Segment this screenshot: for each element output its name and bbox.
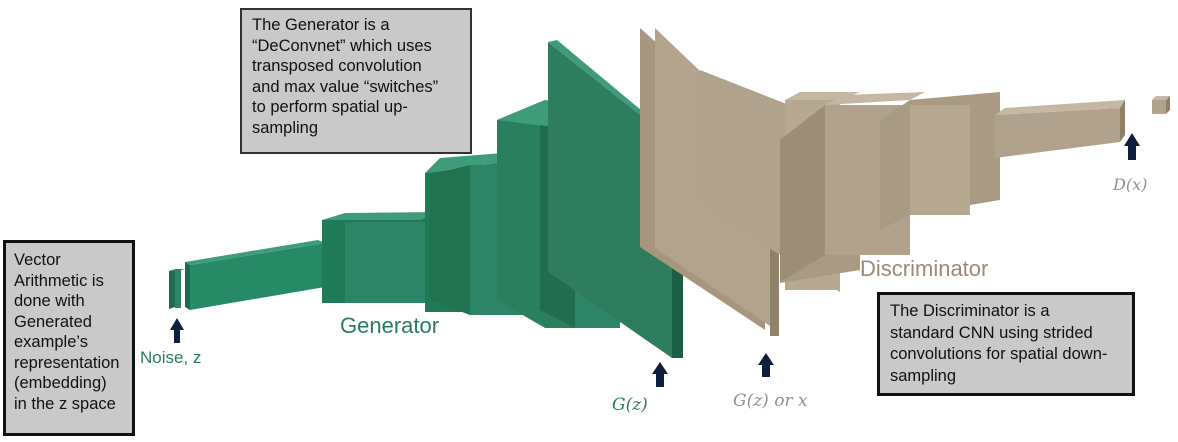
vector-note-line: Arithmetic is <box>14 271 104 290</box>
output-unit-block <box>1152 96 1170 114</box>
generator-stack <box>169 40 683 358</box>
vector-note-line: (embedding) <box>14 374 107 392</box>
noise-vector-block <box>169 269 185 309</box>
discriminator-note-line: convolutions for spatial down- <box>890 345 1108 363</box>
generator-note-line: to perform spatial up- <box>252 98 408 116</box>
generator-layer-2 <box>322 212 440 303</box>
generator-note-line: “DeConvnet” which uses <box>252 36 432 55</box>
vector-note-line: Vector <box>14 251 61 269</box>
discriminator-output-label: D(x) <box>1113 175 1148 194</box>
generator-note-box: The Generator is a “DeConvnet” which use… <box>240 8 472 154</box>
discriminator-layer-5 <box>995 100 1125 158</box>
discriminator-stack <box>640 28 1170 336</box>
discriminator-note-line: sampling <box>890 366 957 385</box>
discriminator-note-box: The Discriminator is a standard CNN usin… <box>877 292 1135 396</box>
vector-note-line: done with <box>14 292 85 310</box>
generated-output-label: G(z) <box>612 395 648 415</box>
noise-label: Noise, z <box>140 348 202 367</box>
generator-label: Generator <box>340 313 440 338</box>
discriminator-note-line: standard CNN using strided <box>890 323 1093 342</box>
generator-layer-1 <box>185 240 325 310</box>
vector-note-line: in the z space <box>14 394 116 413</box>
generator-note-line: transposed convolution <box>252 57 422 75</box>
vector-arithmetic-note-box: Vector Arithmetic is done with Generated… <box>3 240 135 436</box>
generator-note-line: sampling <box>252 118 319 137</box>
discriminator-layer-4 <box>880 92 1000 230</box>
dx-arrow <box>1124 133 1140 160</box>
gz-arrow <box>652 362 668 387</box>
gz-or-x-arrow <box>758 353 774 377</box>
noise-arrow <box>170 318 184 343</box>
generator-note-line: and max value “switches” <box>252 77 439 96</box>
discriminator-label: Discriminator <box>860 256 989 281</box>
vector-note-line: example’s <box>14 333 88 351</box>
generator-note-line: The Generator is a <box>252 16 390 34</box>
vector-note-line: Generated <box>14 312 92 331</box>
discriminator-input-label: G(z) or x <box>733 391 808 411</box>
vector-note-line: representation <box>14 353 120 372</box>
discriminator-note-line: The Discriminator is a <box>890 302 1050 320</box>
